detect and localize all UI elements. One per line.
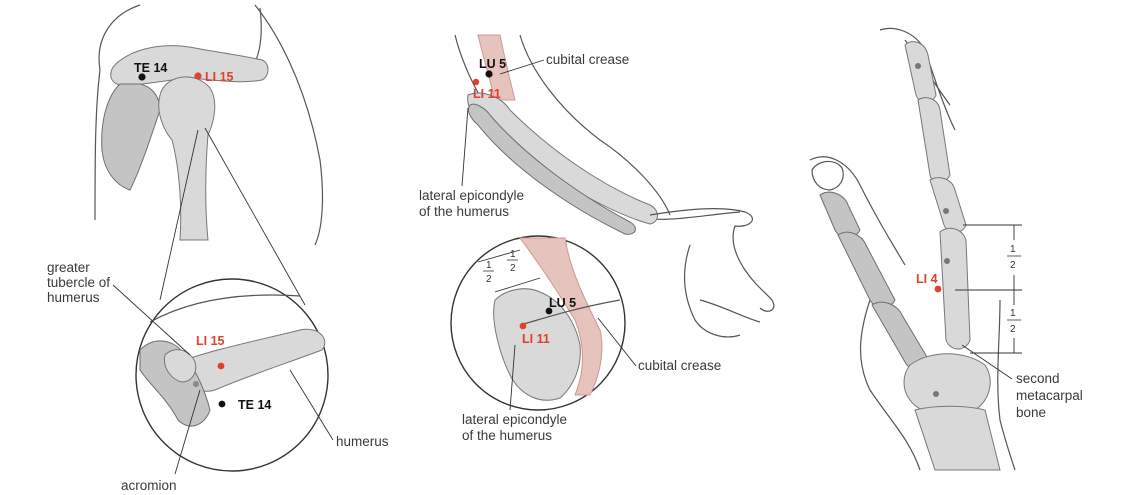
upper-fraction-denominator: 2 (1010, 260, 1016, 271)
li4-point (935, 286, 942, 293)
inset-fraction1-denominator: 2 (486, 274, 492, 285)
upper-fraction-numerator: 1 (1010, 244, 1016, 255)
inset-li11-point (520, 323, 527, 330)
second-metacarpal (940, 228, 970, 349)
elbow-panel-hand-outline (650, 209, 774, 337)
lateral-epicondyle-label-line2: of the humerus (419, 204, 509, 219)
thumb-distal (820, 192, 860, 237)
humerus-bone-main (159, 77, 215, 240)
lower-fraction-numerator: 1 (1010, 308, 1016, 319)
li11-point (473, 79, 479, 85)
lu5-point (485, 70, 492, 77)
inset-fraction2-denominator: 2 (510, 263, 516, 274)
li15-point (194, 72, 201, 79)
inset-fraction2-numerator: 1 (510, 249, 516, 260)
proximal-phalanx-dot (943, 208, 949, 214)
metacarpal-base-dot (933, 391, 939, 397)
hand-panel: LI 4 1 2 1 2 second metacarpal bone (810, 28, 1083, 470)
neck-outline (256, 8, 261, 60)
inset-te14-point (219, 401, 226, 408)
lu5-label: LU 5 (479, 57, 506, 71)
inset-lateral-epicondyle-label-line1: lateral epicondyle (462, 412, 567, 427)
inset-reference-dot (193, 381, 199, 387)
inset-li15-point (218, 363, 225, 370)
lower-fraction-denominator: 2 (1010, 324, 1016, 335)
li11-label: LI 11 (473, 87, 501, 101)
inset-li11-label: LI 11 (522, 332, 550, 346)
te14-label: TE 14 (134, 61, 167, 75)
inset-li15-label: LI 15 (196, 334, 225, 348)
second-metacarpal-label-line1: second (1016, 371, 1060, 386)
inset-lateral-epicondyle-label-line2: of the humerus (462, 428, 552, 443)
magnifier-connector-right (205, 128, 305, 305)
li4-label: LI 4 (916, 272, 938, 286)
li15-label: LI 15 (205, 70, 234, 84)
thumb-proximal (838, 232, 895, 307)
cubital-crease-label: cubital crease (546, 52, 629, 67)
greater-tubercle-label-line3: humerus (47, 290, 100, 305)
inset-cubital-crease-label: cubital crease (638, 358, 721, 373)
metacarpal-head-dot (944, 258, 950, 264)
second-metacarpal-label-line3: bone (1016, 405, 1046, 420)
shoulder-panel: TE 14 LI 15 LI 15 TE 14 greater tubercle… (47, 5, 389, 493)
lateral-epicondyle-label-line1: lateral epicondyle (419, 188, 524, 203)
humerus-label: humerus (336, 434, 389, 449)
index-proximal-phalanx (930, 178, 966, 233)
inset-te14-label: TE 14 (238, 398, 271, 412)
radius-distal (915, 406, 1000, 470)
second-metacarpal-label-line2: metacarpal (1016, 388, 1083, 403)
index-tip-dot (915, 63, 921, 69)
acromion-label: acromion (121, 478, 177, 493)
greater-tubercle-label-line1: greater (47, 260, 90, 275)
index-distal-phalanx (905, 42, 936, 103)
scapula-bone (102, 84, 160, 190)
inset-lu5-label: LU 5 (549, 296, 576, 310)
lateral-epicondyle-leader (462, 108, 468, 186)
elbow-panel: LU 5 LI 11 cubital crease lateral epicon… (419, 35, 774, 443)
inset-fraction1-numerator: 1 (486, 260, 492, 271)
index-middle-phalanx (918, 98, 950, 183)
thumb-nail (812, 161, 843, 190)
greater-tubercle-label-line2: tubercle of (47, 275, 110, 290)
